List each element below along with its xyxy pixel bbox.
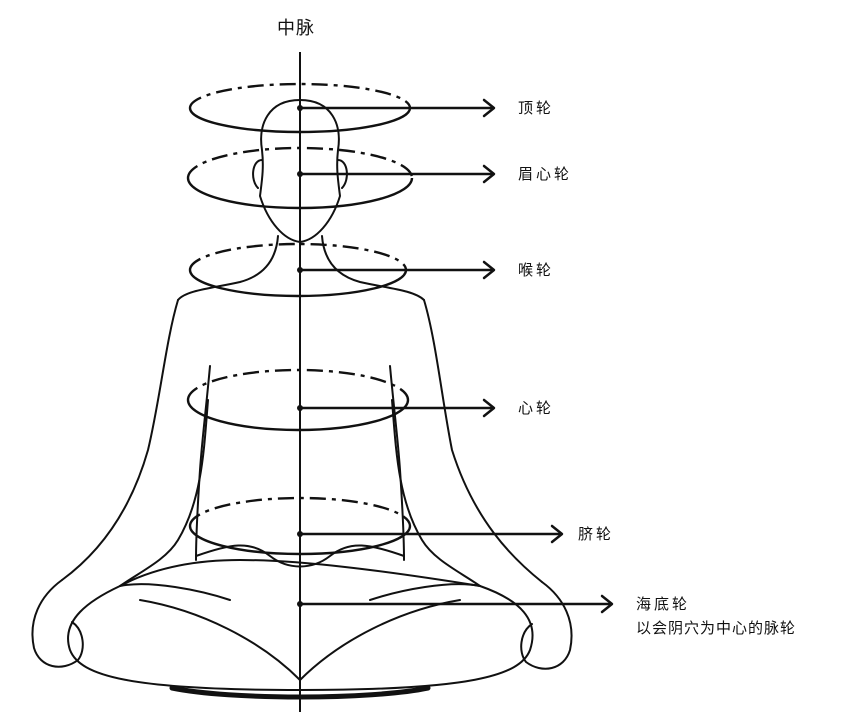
dot-heart bbox=[297, 405, 303, 411]
right-foot bbox=[370, 584, 480, 600]
label-root-chakra-note: 以会阴穴为中心的脉轮 bbox=[636, 619, 796, 637]
label-crown-chakra: 顶轮 bbox=[518, 99, 554, 117]
leg-cross-2 bbox=[300, 600, 460, 680]
label-root-chakra: 海底轮 bbox=[636, 595, 690, 613]
arrow-crown bbox=[300, 100, 494, 116]
leg-cross-1 bbox=[140, 600, 300, 680]
left-foot bbox=[120, 584, 230, 600]
dot-navel bbox=[297, 531, 303, 537]
arrow-navel bbox=[300, 526, 562, 542]
left-arm-outer bbox=[62, 300, 178, 580]
left-hand bbox=[32, 580, 82, 667]
right-shoulder bbox=[322, 236, 424, 300]
arrow-brow bbox=[300, 166, 494, 182]
right-hand bbox=[521, 582, 571, 669]
ring-heart bbox=[188, 370, 408, 430]
label-throat-chakra: 喉轮 bbox=[518, 261, 554, 279]
right-arm-outer bbox=[424, 300, 542, 582]
dot-brow bbox=[297, 171, 303, 177]
right-arm-inner bbox=[392, 400, 480, 586]
dot-crown bbox=[297, 105, 303, 111]
label-brow-chakra: 眉心轮 bbox=[518, 165, 572, 183]
dot-root bbox=[297, 601, 303, 607]
label-heart-chakra: 心轮 bbox=[518, 399, 554, 417]
arrow-throat bbox=[300, 262, 494, 278]
dot-throat bbox=[297, 267, 303, 273]
label-navel-chakra: 脐轮 bbox=[578, 525, 614, 543]
